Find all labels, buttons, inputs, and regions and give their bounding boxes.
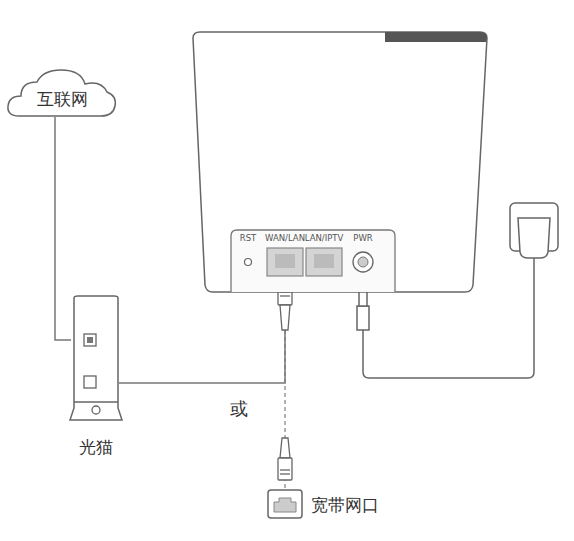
port-label: WAN/LAN [265, 233, 305, 244]
cable-plug [278, 438, 292, 480]
edge-label: 或 [230, 398, 248, 420]
cable-plug [278, 287, 292, 330]
modem-node: 光猫 [66, 296, 126, 466]
modem-body [66, 296, 126, 421]
port-label: PWR [353, 233, 372, 244]
cable-line [55, 117, 71, 340]
port-label: RST [240, 233, 257, 244]
cloud-label: 互联网 [5, 88, 119, 110]
cable-line [119, 291, 285, 383]
port-icon [267, 488, 307, 522]
port-label: LAN/IPTV [305, 233, 344, 244]
cloud-node: 互联网 [5, 66, 119, 118]
router-node: RST WAN/LANLAN/IPTV PWR [185, 30, 495, 292]
router-body [185, 30, 495, 292]
modem-label: 光猫 [56, 436, 136, 458]
port-label: 宽带网口 [311, 494, 379, 516]
port-node: 宽带网口 [267, 488, 417, 522]
